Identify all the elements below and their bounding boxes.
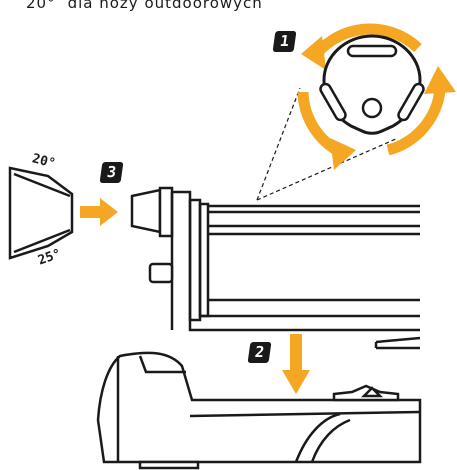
angle-guide-insert [8, 166, 74, 260]
rod-holder [319, 34, 425, 135]
insert-arrow [80, 198, 118, 226]
step-3-badge: 3 [99, 162, 124, 183]
step-1-badge: 1 [272, 31, 297, 52]
sharpener-upper-unit [130, 186, 421, 350]
caption-angle: 20° [26, 0, 56, 12]
caption-text: dla noży outdoorowych [67, 0, 263, 12]
step-2-badge: 2 [247, 342, 272, 363]
caption: 20° dla noży outdoorowych [26, 0, 263, 12]
rotation-arrowheads [301, 36, 456, 170]
zoom-leader-lines [256, 87, 399, 201]
down-arrow [282, 334, 310, 394]
sharpener-base [96, 351, 422, 470]
